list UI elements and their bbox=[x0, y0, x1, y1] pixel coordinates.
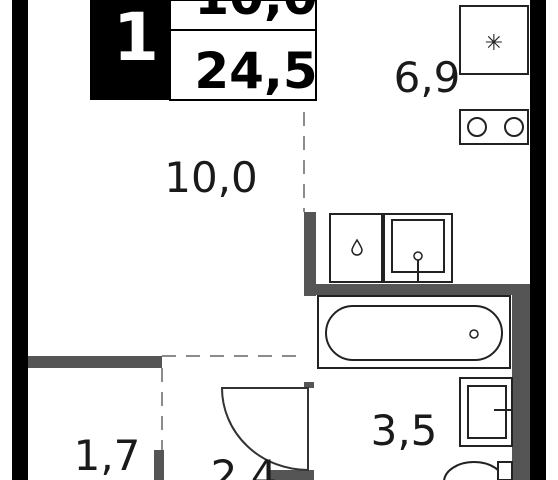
washbasin-bowl bbox=[467, 385, 507, 439]
badge-living-area: 10,0 bbox=[194, 0, 317, 26]
stove-burner-left-icon bbox=[467, 117, 487, 137]
kitchen-area-label: 6,9 bbox=[394, 53, 461, 102]
bathtub-basin bbox=[325, 305, 503, 361]
bathroom-partition-right bbox=[512, 284, 530, 480]
bathroom-area-label: 3,5 bbox=[371, 406, 438, 455]
fridge bbox=[459, 5, 529, 75]
bathtub-drain-icon bbox=[469, 329, 479, 339]
badge-room-count: 1 bbox=[113, 0, 159, 76]
storage-partition-top bbox=[28, 356, 162, 368]
right-outer-wall bbox=[530, 0, 546, 480]
badge-room-count-bg bbox=[90, 0, 170, 100]
bathroom-partition-bottom bbox=[304, 470, 314, 480]
living-room-area-label: 10,0 bbox=[164, 153, 258, 202]
water-drop-icon bbox=[351, 238, 363, 256]
badge-area-box bbox=[169, 0, 317, 101]
left-outer-wall bbox=[12, 0, 28, 480]
storage-partition-right bbox=[154, 450, 164, 480]
bathroom-door-swing bbox=[220, 387, 309, 472]
toilet-tank bbox=[497, 461, 513, 480]
stove bbox=[459, 109, 529, 145]
bathroom-partition-top bbox=[304, 284, 530, 295]
bathroom-partition-lower bbox=[304, 382, 314, 388]
storage-area-label: 1,7 bbox=[74, 431, 141, 480]
water-heater bbox=[329, 213, 383, 283]
fridge-snowflake-icon: ✳ bbox=[485, 31, 503, 56]
bathroom-partition-vertical bbox=[304, 212, 316, 296]
toilet bbox=[443, 461, 505, 480]
sink-drain-icon bbox=[413, 251, 423, 261]
stove-burner-right-icon bbox=[504, 117, 524, 137]
hall-area-label: 2,4 bbox=[211, 451, 278, 480]
hall-partition-bottom bbox=[270, 470, 308, 480]
badge-total-area: 24,5 bbox=[194, 42, 317, 100]
